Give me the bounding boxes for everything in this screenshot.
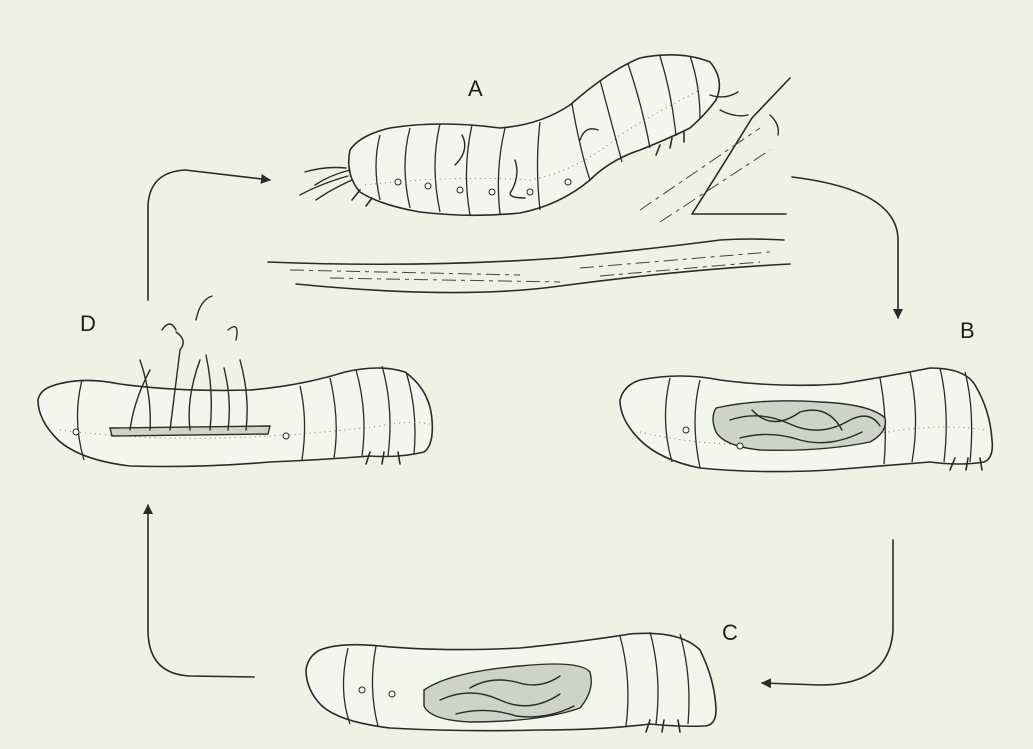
caterpillar-c [306,632,716,732]
arrow-d-to-a [148,170,270,300]
caterpillar-b [620,368,992,472]
label-a: A [468,76,483,102]
label-c: C [722,620,738,646]
arrow-b-to-c [762,540,893,685]
label-b: B [960,318,975,344]
caterpillar-d [38,296,432,467]
arrow-a-to-b [792,177,898,318]
label-d: D [80,311,96,337]
arrow-c-to-d [148,505,254,677]
